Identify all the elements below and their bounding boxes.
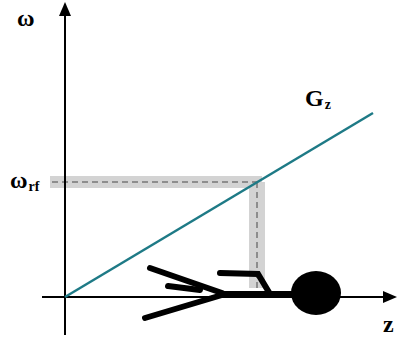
gradient-subscript: z [325, 98, 331, 112]
axis-arrowhead [383, 291, 397, 303]
omega-axis [64, 12, 66, 335]
gradient-label: G [305, 86, 324, 110]
axis-arrowhead [59, 2, 71, 16]
axis-label: ω [17, 6, 35, 30]
axis-label: z [383, 312, 394, 336]
dashed-guide [52, 181, 257, 183]
frequency-label: ω [10, 168, 28, 192]
gradient-line [65, 113, 373, 297]
patient-figure [145, 268, 292, 318]
frequency-subscript: rf [29, 180, 40, 194]
frequency-band [50, 176, 262, 188]
patient-head [291, 271, 341, 315]
